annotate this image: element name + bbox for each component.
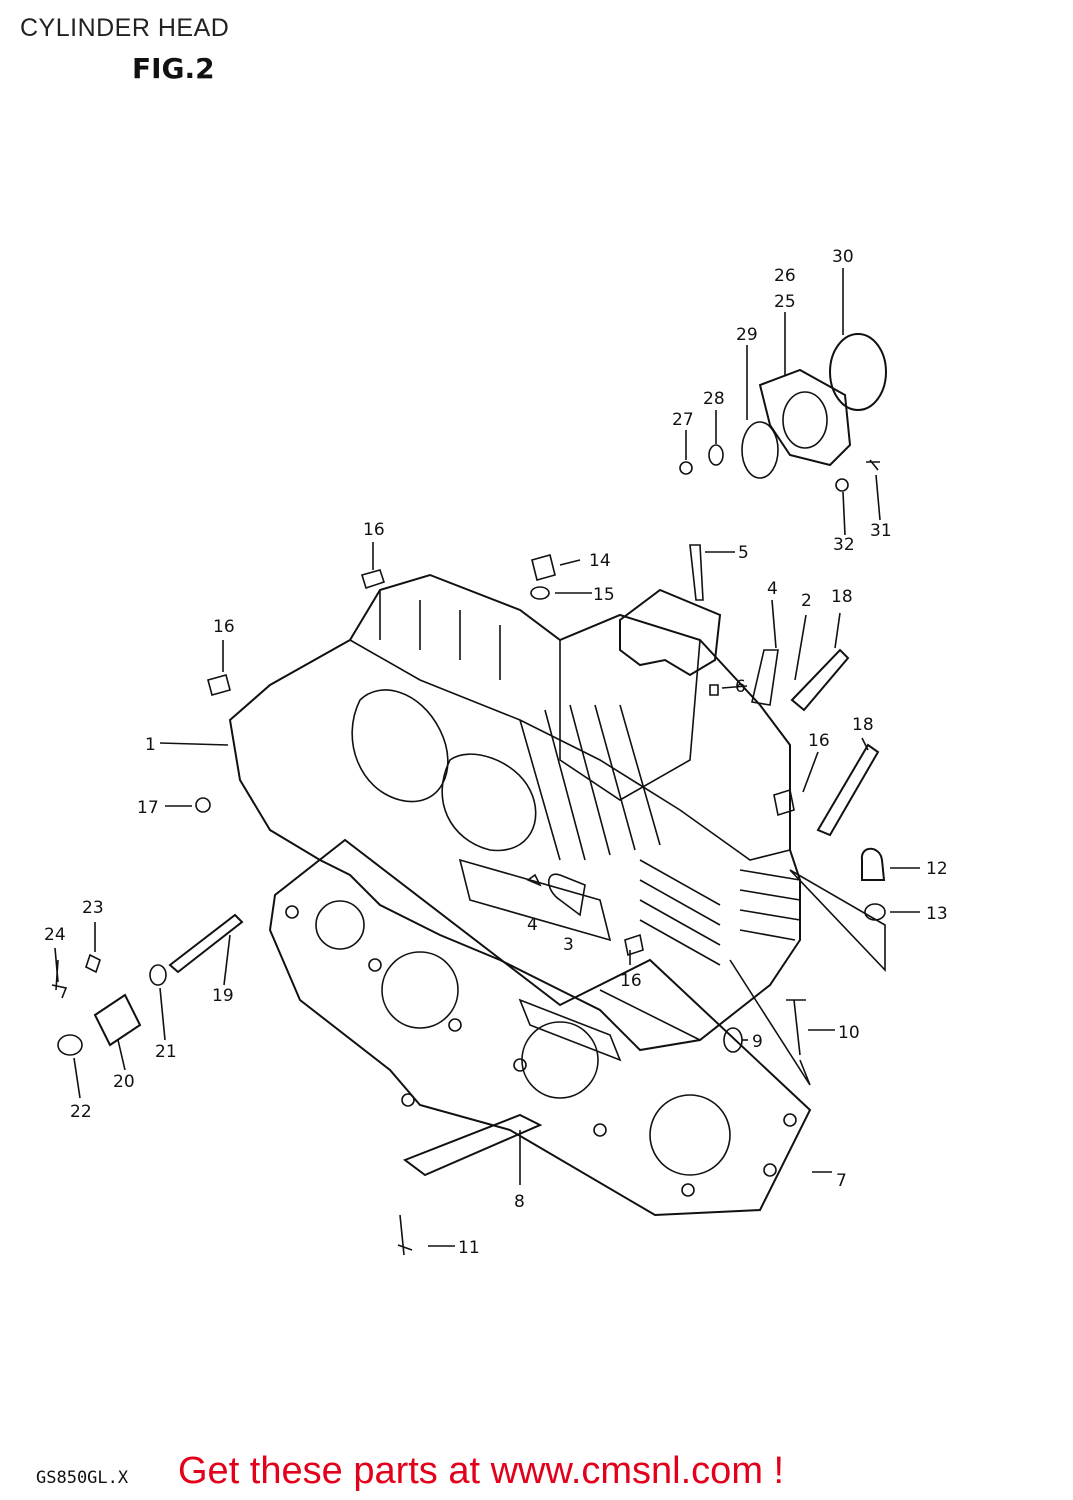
callout-25: 25 [774,292,796,312]
callout-10: 10 [838,1023,860,1043]
callout-22: 22 [70,1102,92,1122]
page-title: CYLINDER HEAD [20,14,230,42]
callouts: 1 2 3 4 4 5 6 7 8 9 10 11 12 13 14 15 16… [44,247,948,1258]
cam-cap [619,588,722,677]
callout-8: 8 [514,1192,525,1212]
callout-7: 7 [836,1171,847,1191]
small-parts [51,444,886,1256]
head-gasket [268,838,812,1217]
callout-18: 18 [831,587,853,607]
callout-16: 16 [363,520,385,540]
callout-29: 29 [736,325,758,345]
figure-label: FIG.2 [132,52,215,85]
callout-4: 4 [527,915,538,935]
promo-link[interactable]: Get these parts at www.cmsnl.com ! [178,1450,785,1492]
cylinder-head-body [228,573,801,1062]
callout-13: 13 [926,904,948,924]
callout-1: 1 [145,735,156,755]
callout-2: 2 [801,591,812,611]
callout-23: 23 [82,898,104,918]
callout-4: 4 [767,579,778,599]
callout-14: 14 [589,551,611,571]
callout-27: 27 [672,410,694,430]
intake-pipe [741,333,887,479]
model-code: GS850GL.X [36,1468,129,1488]
leader-lines [54,268,920,1247]
callout-24: 24 [44,925,66,945]
callout-19: 19 [212,986,234,1006]
callout-17: 17 [137,798,159,818]
callout-12: 12 [926,859,948,879]
callout-15: 15 [593,585,615,605]
callout-26: 26 [774,266,796,286]
callout-32: 32 [833,535,855,555]
callout-21: 21 [155,1042,177,1062]
callout-6: 6 [735,677,746,697]
callout-16: 16 [620,971,642,991]
callout-18: 18 [852,715,874,735]
callout-11: 11 [458,1238,480,1258]
callout-20: 20 [113,1072,135,1092]
callout-28: 28 [703,389,725,409]
callout-31: 31 [870,521,892,541]
callout-30: 30 [832,247,854,267]
callout-16: 16 [213,617,235,637]
callout-9: 9 [752,1032,763,1052]
callout-5: 5 [738,543,749,563]
callout-16: 16 [808,731,830,751]
callout-3: 3 [563,935,574,955]
gasket-strip [402,1113,543,1177]
